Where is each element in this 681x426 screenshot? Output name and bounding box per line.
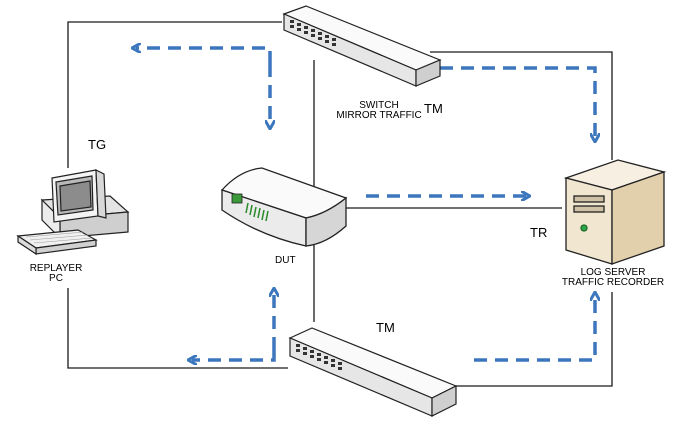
tm-top-label: TM [424,101,443,116]
traffic-arrows [136,48,595,360]
top-switch-label-line1: SWITCH [359,100,399,111]
line-pc-to-top-switch [67,21,282,168]
log-server-label-line1: LOG SERVER [580,267,646,278]
desktop-pc-icon [16,169,130,256]
tr-label: TR [530,225,548,240]
log-server-label: LOG SERVER TRAFFIC RECORDER [548,268,678,288]
arrow-bottom-switch-to-left [192,350,276,360]
replayer-label-line2: PC [49,273,63,284]
replayer-pc-label: REPLAYER PC [24,264,88,284]
arrow-bottom-switch-to-server [474,296,595,362]
replayer-label-line1: REPLAYER [29,263,83,274]
arrow-top-switch-to-left [136,48,272,64]
line-bottom-switch-to-server [455,292,613,387]
top-switch-label-line2: MIRROR TRAFFIC [336,110,422,121]
switch-icon [288,327,458,417]
connection-lines [67,21,613,387]
switch-icon [282,5,442,87]
arrow-top-switch-to-server [440,66,595,138]
tg-label: TG [88,137,107,152]
tm-bottom-label: TM [376,320,395,335]
log-server-label-line2: TRAFFIC RECORDER [561,277,665,288]
server-icon [563,159,667,265]
line-pc-to-bottom-switch [67,288,288,369]
top-switch-label: SWITCH MIRROR TRAFFIC [334,101,424,121]
router-icon [220,167,348,247]
dut-label: DUT [275,255,296,266]
line-top-switch-to-server [430,51,613,160]
